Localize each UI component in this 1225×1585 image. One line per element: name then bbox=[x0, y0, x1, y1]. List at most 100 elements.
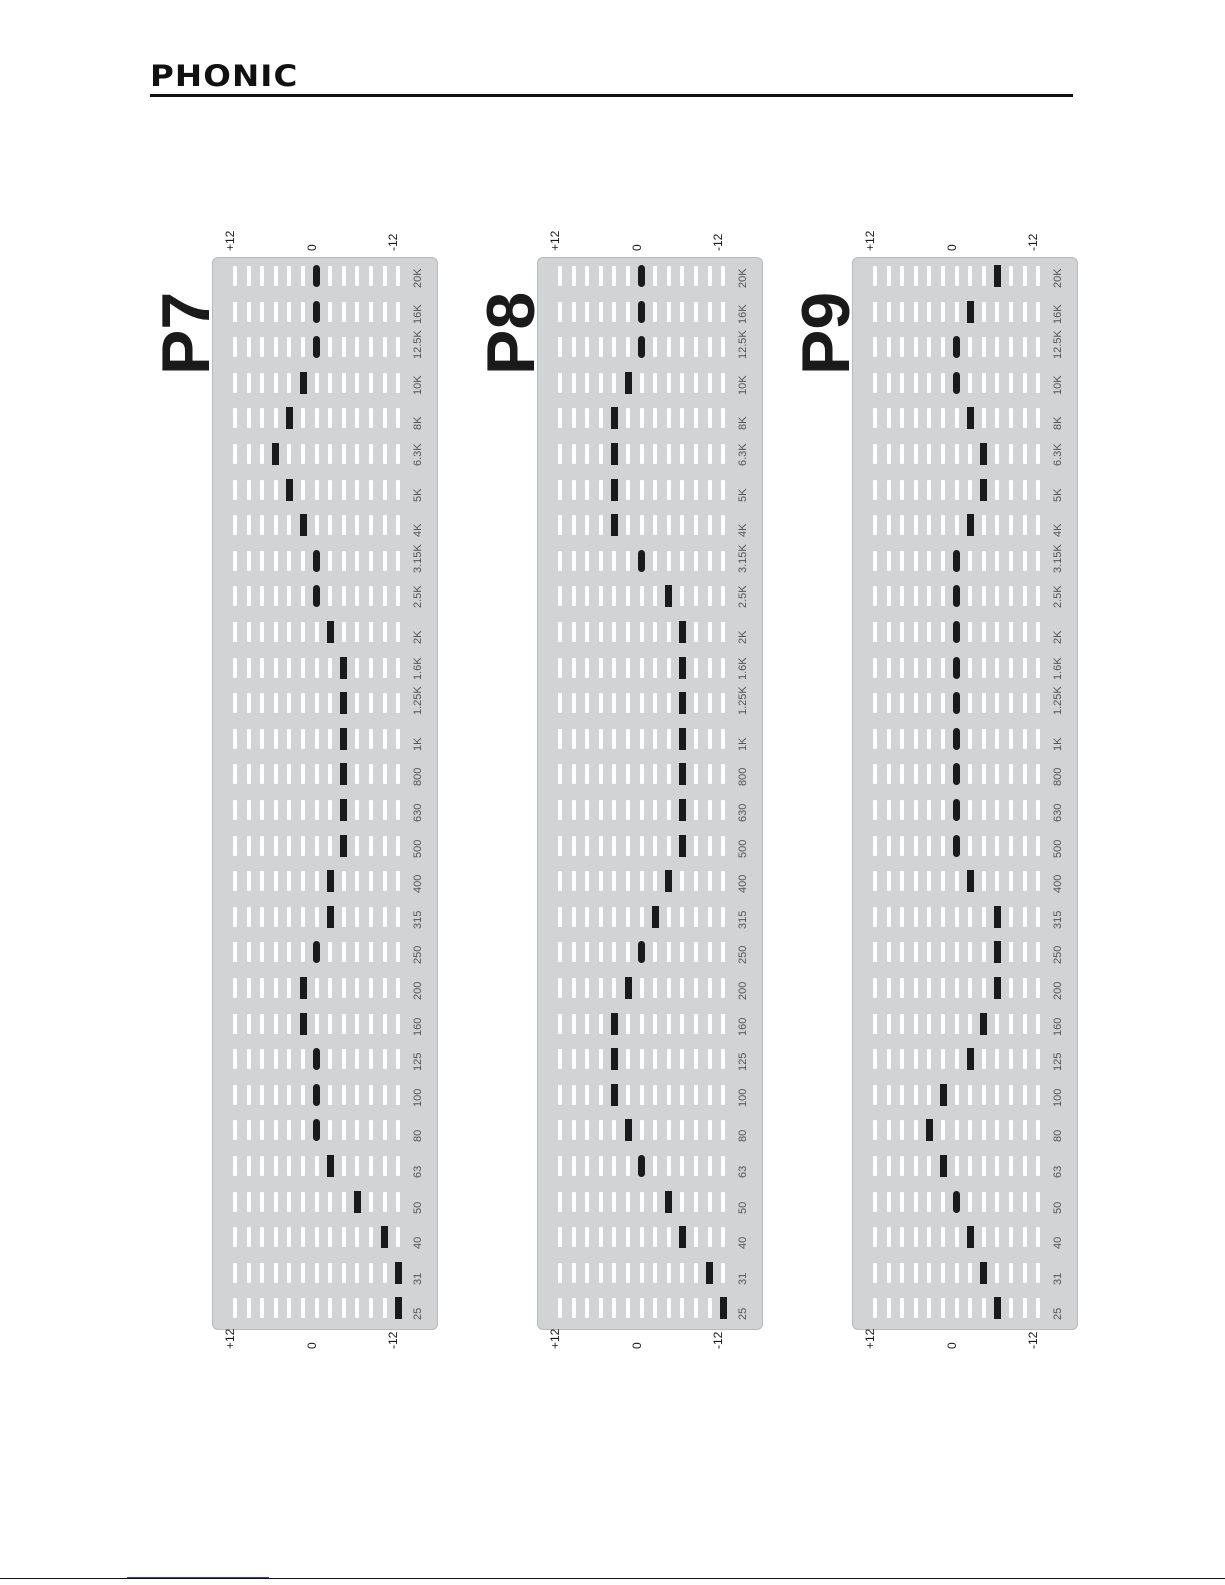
slider-tick bbox=[585, 657, 590, 678]
slider-tick bbox=[287, 728, 292, 749]
slider-tick bbox=[246, 1084, 251, 1105]
band-label: 1.25K bbox=[1052, 686, 1064, 716]
slider-tick bbox=[1022, 1262, 1027, 1283]
slider-tick bbox=[341, 978, 346, 998]
slider-tick bbox=[287, 978, 292, 998]
slider-tick bbox=[694, 1298, 698, 1319]
slider-tick bbox=[369, 1298, 373, 1319]
slider-tick bbox=[626, 515, 630, 536]
slider-tick bbox=[328, 444, 333, 464]
slider-tick bbox=[954, 1049, 959, 1070]
slider-tick bbox=[558, 835, 562, 856]
slider-tick bbox=[900, 444, 905, 464]
slider-tick bbox=[1022, 444, 1027, 464]
slider-tick bbox=[981, 622, 986, 642]
slider-tick bbox=[941, 408, 945, 429]
slider-tick bbox=[328, 1262, 333, 1283]
slider-tick bbox=[941, 906, 945, 927]
slider-knob-630 bbox=[678, 799, 686, 821]
slider-tick bbox=[913, 1013, 918, 1034]
slider-tick bbox=[341, 1191, 346, 1212]
slider-tick bbox=[273, 764, 278, 785]
slider-knob-1K bbox=[340, 727, 348, 750]
slider-knob-2.5K bbox=[313, 585, 321, 608]
slider-tick bbox=[954, 1262, 959, 1283]
slider-tick bbox=[341, 1084, 346, 1105]
slider-tick bbox=[355, 764, 360, 785]
slider-tick bbox=[369, 728, 373, 749]
slider-tick bbox=[287, 1120, 292, 1141]
band-label: 2K bbox=[737, 630, 749, 644]
slider-tick bbox=[585, 1084, 590, 1105]
slider-tick bbox=[680, 586, 685, 607]
slider-tick bbox=[355, 444, 360, 464]
slider-tick bbox=[571, 372, 576, 393]
slider-tick bbox=[694, 1120, 698, 1141]
slider-tick bbox=[694, 728, 698, 749]
slider-tick bbox=[1009, 479, 1013, 500]
slider-tick bbox=[558, 1156, 562, 1176]
slider-tick bbox=[287, 1049, 292, 1070]
slider-tick bbox=[287, 372, 292, 393]
slider-tick bbox=[612, 978, 617, 998]
slider-tick bbox=[900, 693, 905, 714]
slider-tick bbox=[382, 266, 387, 286]
slider-tick bbox=[355, 906, 360, 927]
band-row: 1K bbox=[213, 727, 439, 751]
slider-tick bbox=[396, 1120, 401, 1141]
slider-tick bbox=[1036, 301, 1041, 322]
band-label: 200 bbox=[412, 981, 424, 1000]
slider-tick bbox=[927, 337, 932, 358]
slider-tick bbox=[571, 1227, 576, 1248]
slider-tick bbox=[626, 301, 630, 322]
band-label: 63 bbox=[1052, 1165, 1064, 1178]
slider-tick bbox=[886, 1156, 891, 1176]
slider-tick bbox=[1022, 871, 1027, 892]
slider-tick bbox=[927, 1191, 932, 1212]
slider-tick bbox=[571, 1049, 576, 1070]
slider-tick bbox=[571, 1298, 576, 1319]
slider-tick bbox=[382, 586, 387, 607]
band-label: 1K bbox=[412, 737, 424, 751]
slider-tick bbox=[382, 764, 387, 785]
slider-tick bbox=[558, 1227, 562, 1248]
slider-tick bbox=[913, 871, 918, 892]
slider-tick bbox=[886, 622, 891, 642]
slider-tick bbox=[954, 1156, 959, 1176]
band-row: 200 bbox=[213, 977, 439, 1000]
slider-tick bbox=[382, 301, 387, 322]
slider-tick bbox=[301, 1191, 305, 1212]
slider-tick bbox=[585, 835, 590, 856]
slider-tick bbox=[355, 942, 360, 963]
slider-tick bbox=[287, 1013, 292, 1034]
slider-tick bbox=[913, 764, 918, 785]
slider-tick bbox=[369, 266, 373, 286]
slider-tick bbox=[941, 479, 945, 500]
slider-knob-3.15K bbox=[953, 549, 961, 572]
slider-tick bbox=[666, 515, 671, 536]
band-label: 31 bbox=[412, 1272, 424, 1285]
slider-tick bbox=[598, 728, 603, 749]
slider-tick bbox=[314, 1298, 319, 1319]
slider-tick bbox=[666, 1298, 671, 1319]
slider-tick bbox=[260, 764, 265, 785]
slider-tick bbox=[328, 301, 333, 322]
slider-tick bbox=[558, 550, 562, 571]
slider-tick bbox=[355, 479, 360, 500]
slider-tick bbox=[873, 1084, 877, 1105]
slider-tick bbox=[913, 1049, 918, 1070]
slider-tick bbox=[260, 1013, 265, 1034]
slider-tick bbox=[369, 1013, 373, 1034]
slider-tick bbox=[927, 622, 932, 642]
slider-tick bbox=[913, 550, 918, 571]
slider-tick bbox=[666, 550, 671, 571]
slider-tick bbox=[585, 266, 590, 286]
slider-knob-25 bbox=[394, 1297, 402, 1320]
slider-tick bbox=[273, 906, 278, 927]
slider-tick bbox=[981, 1156, 986, 1176]
slider-tick bbox=[382, 1120, 387, 1141]
slider-knob-40 bbox=[381, 1226, 389, 1249]
band-label: 6.3K bbox=[737, 443, 749, 466]
slider-tick bbox=[382, 942, 387, 963]
slider-tick bbox=[954, 942, 959, 963]
